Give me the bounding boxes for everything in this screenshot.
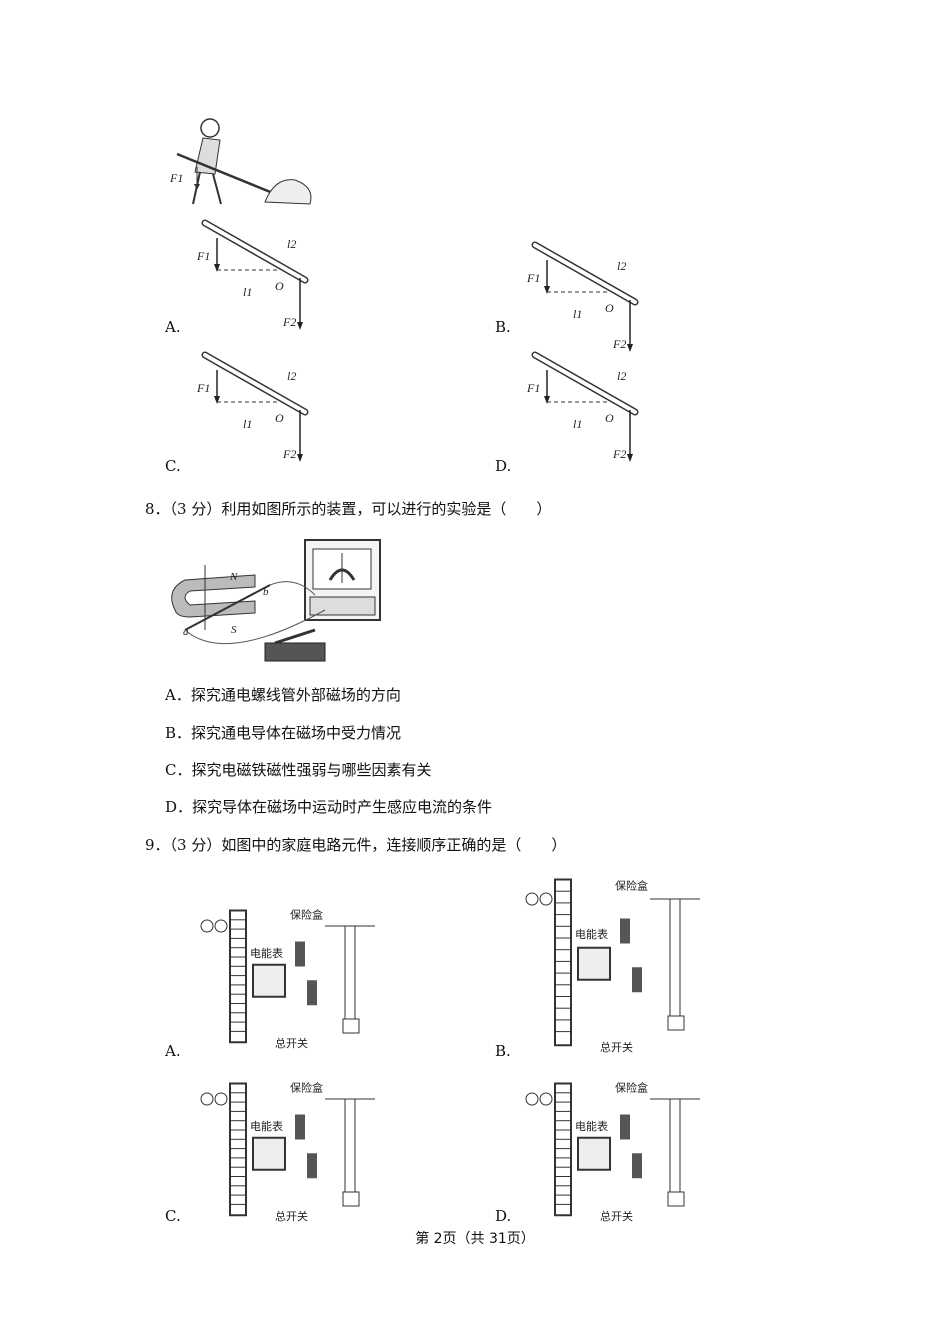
f1-label: F1 — [526, 271, 540, 285]
fuse-box-label: 保险盒 — [290, 1080, 323, 1094]
lever-diagram-d: F1 F2 l1 l2 O — [526, 351, 639, 462]
option-9b-label: B. — [495, 1042, 511, 1060]
l1-label: l1 — [243, 285, 252, 299]
f1-label: F1 — [196, 381, 210, 395]
s-pole-label: S — [231, 624, 237, 636]
a-label: a — [183, 626, 189, 638]
circuit-diagram-2: 保险盒 电能表 总开关 — [200, 1080, 375, 1223]
option-8a: A．探究通电螺线管外部磁场的方向 — [165, 686, 401, 704]
option-d-label: D. — [495, 457, 512, 475]
l1-label: l1 — [243, 417, 252, 431]
circuit-diagram-3: 保险盒 电能表 总开关 — [525, 1080, 700, 1223]
lever-diagram-a: F1 F2 l1 l2 O — [196, 219, 309, 330]
l2-label: l2 — [617, 369, 626, 383]
f2-label: F2 — [282, 447, 296, 461]
f2-label: F2 — [612, 337, 626, 351]
option-a-label: A. — [165, 318, 181, 336]
f2-label: F2 — [282, 315, 296, 329]
main-switch-label: 总开关 — [275, 1209, 308, 1223]
option-9a-label: A. — [165, 1042, 181, 1060]
question-8: 8．（3 分）利用如图所示的装置，可以进行的实验是（ ） — [145, 500, 552, 518]
main-switch-label: 总开关 — [275, 1036, 308, 1050]
b-label: b — [263, 586, 269, 598]
l2-label: l2 — [617, 259, 626, 273]
option-9d-label: D. — [495, 1207, 512, 1225]
option-8d: D．探究导体在磁场中运动时产生感应电流的条件 — [165, 798, 493, 816]
main-switch-label: 总开关 — [600, 1209, 633, 1223]
option-8c: C．探究电磁铁磁性强弱与哪些因素有关 — [165, 761, 432, 779]
fuse-box-label: 保险盒 — [615, 1080, 648, 1094]
circuit-diagram-1: 保险盒 电能表 总开关 — [525, 878, 700, 1054]
f1-label: F1 — [526, 381, 540, 395]
lever-diagram-c: F1 F2 l1 l2 O — [196, 351, 309, 462]
circuit-diagram-0: 保险盒 电能表 总开关 — [200, 907, 375, 1050]
o-label: O — [605, 411, 614, 425]
man-lever-illustration: F1 — [169, 118, 312, 205]
o-label: O — [275, 279, 284, 293]
o-label: O — [275, 411, 284, 425]
meter-label: 电能表 — [575, 1119, 608, 1133]
l2-label: l2 — [287, 237, 296, 251]
f1-label: F1 — [196, 249, 210, 263]
fuse-box-label: 保险盒 — [615, 878, 648, 892]
fuse-box-label: 保险盒 — [290, 907, 323, 921]
o-label: O — [605, 301, 614, 315]
f2-label: F2 — [612, 447, 626, 461]
n-pole-label: N — [229, 571, 238, 583]
l1-label: l1 — [573, 307, 582, 321]
option-9c-label: C. — [165, 1207, 181, 1225]
meter-label: 电能表 — [575, 927, 608, 941]
l1-label: l1 — [573, 417, 582, 431]
electromagnetic-induction-apparatus: N S a b — [171, 539, 381, 662]
meter-label: 电能表 — [250, 946, 283, 960]
option-c-label: C. — [165, 457, 181, 475]
page-footer: 第 2页（共 31页） — [415, 1231, 535, 1247]
l2-label: l2 — [287, 369, 296, 383]
f1-label: F1 — [169, 171, 183, 185]
option-b-label: B. — [495, 318, 511, 336]
option-8b: B．探究通电导体在磁场中受力情况 — [165, 724, 402, 742]
main-switch-label: 总开关 — [600, 1040, 633, 1054]
meter-label: 电能表 — [250, 1119, 283, 1133]
question-9: 9．（3 分）如图中的家庭电路元件，连接顺序正确的是（ ） — [145, 836, 567, 854]
lever-diagram-b: F1 F2 l1 l2 O — [526, 241, 639, 352]
